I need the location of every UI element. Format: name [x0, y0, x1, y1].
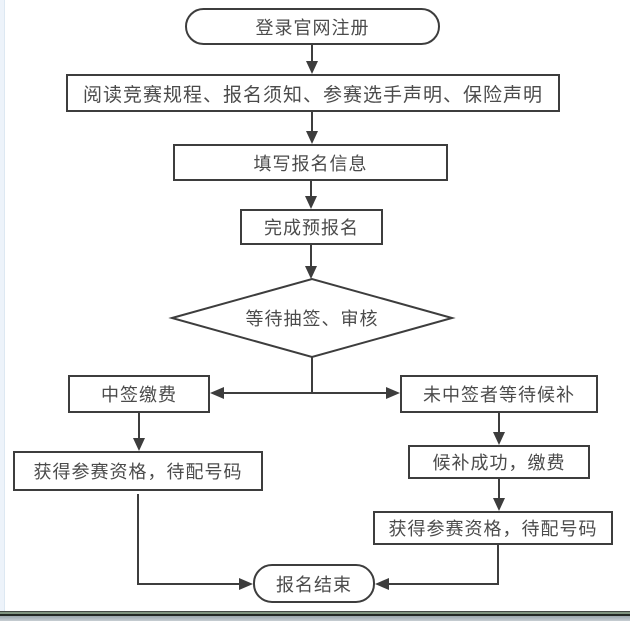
node-label: 未中签者等待候补 — [423, 385, 575, 405]
window-bottom-edge — [0, 611, 630, 621]
node-label: 等待抽签、审核 — [245, 309, 379, 329]
node-fill-info: 填写报名信息 — [173, 144, 448, 181]
window-left-edge — [0, 0, 5, 611]
arrowhead-right-icon — [386, 387, 400, 399]
arrowhead-right-icon — [239, 578, 253, 590]
node-label: 登录官网注册 — [255, 17, 370, 38]
node-label: 获得参赛资格，待配号码 — [33, 462, 243, 482]
arrowhead-down-icon — [306, 131, 318, 144]
arrowhead-left-icon — [210, 387, 224, 399]
node-label: 获得参赛资格，待配号码 — [388, 519, 598, 539]
node-label: 完成预报名 — [264, 218, 359, 238]
arrowhead-down-icon — [306, 61, 318, 74]
arrowhead-left-icon — [375, 578, 389, 590]
node-label: 填写报名信息 — [253, 153, 368, 174]
node-wait-lottery: 等待抽签、审核 — [212, 299, 412, 337]
arrowhead-down-icon — [133, 438, 145, 451]
diamond-shape — [168, 277, 456, 359]
node-qualified-right: 获得参赛资格，待配号码 — [373, 511, 613, 545]
node-label: 中签缴费 — [101, 385, 177, 405]
node-label: 候补成功，缴费 — [432, 453, 566, 473]
node-waitlist-success: 候补成功，缴费 — [408, 445, 590, 479]
node-read-rules: 阅读竞赛规程、报名须知、参赛选手声明、保险声明 — [66, 74, 560, 112]
arrowhead-down-icon — [305, 196, 317, 209]
node-pre-register: 完成预报名 — [240, 209, 383, 245]
node-label: 阅读竞赛规程、报名须知、参赛选手声明、保险声明 — [82, 84, 543, 106]
node-login-register: 登录官网注册 — [185, 8, 440, 45]
node-label: 报名结束 — [276, 574, 352, 595]
node-not-won-wait: 未中签者等待候补 — [400, 375, 598, 413]
node-won-pay: 中签缴费 — [68, 375, 210, 413]
arrowhead-down-icon — [493, 498, 505, 511]
arrowhead-down-icon — [305, 266, 317, 279]
node-end: 报名结束 — [253, 564, 375, 603]
arrowhead-down-icon — [493, 432, 505, 445]
node-qualified-left: 获得参赛资格，待配号码 — [13, 451, 263, 491]
